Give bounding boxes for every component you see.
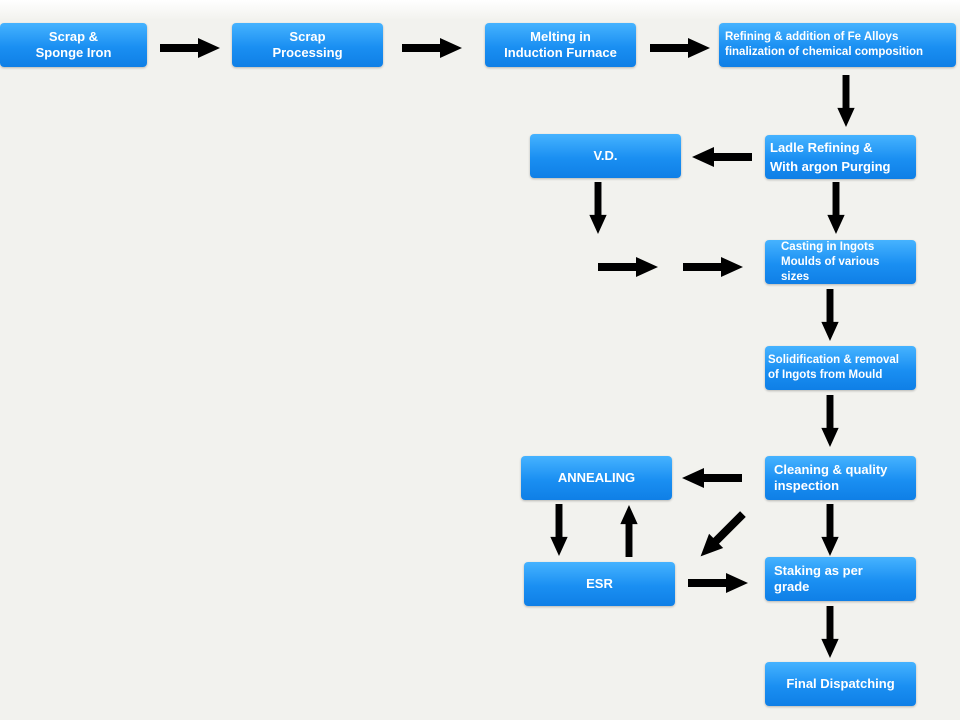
arrow-left-icon (692, 147, 752, 167)
arrow-down-icon (821, 395, 839, 447)
arrow-right-icon (160, 38, 220, 58)
arrow-down-icon (837, 75, 855, 127)
step-label-line: grade (774, 579, 810, 594)
step-label-line: Staking as per (774, 563, 863, 578)
step-melting-induction-furnace: Melting in Induction Furnace (485, 23, 636, 67)
step-label-line: Solidification & removal (768, 354, 899, 366)
arrow-down-icon (821, 606, 839, 658)
arrow-down-icon (589, 182, 607, 234)
step-label-line: sizes (781, 270, 810, 283)
step-ladle-refining: Ladle Refining & With argon Purging (765, 135, 916, 179)
step-label-line: ESR (586, 576, 613, 591)
step-label-line: finalization of chemical composition (725, 46, 924, 58)
step-label-line: Induction Furnace (504, 45, 617, 60)
step-label-line: Final Dispatching (786, 676, 895, 691)
step-label-line: Cleaning & quality (774, 462, 888, 477)
slide-top-band (0, 0, 960, 20)
arrow-down-icon (827, 182, 845, 234)
step-cleaning-inspection: Cleaning & quality inspection (765, 456, 916, 500)
arrow-down-icon (550, 504, 568, 556)
arrow-down-icon (821, 504, 839, 556)
step-esr: ESR (524, 562, 675, 606)
arrow-right-icon (402, 38, 462, 58)
step-label-line: V.D. (593, 148, 618, 163)
arrow-down-icon (821, 289, 839, 341)
step-label-line: Scrap (289, 29, 326, 44)
step-refining-fe-alloys: Refining & addition of Fe Alloys finaliz… (719, 23, 956, 67)
step-label-line: ANNEALING (557, 470, 636, 485)
step-vd: V.D. (530, 134, 681, 178)
step-label-line: Casting in Ingots (781, 240, 875, 253)
step-label-line: of Ingots from Mould (768, 369, 883, 381)
step-label-line: With argon Purging (770, 159, 891, 174)
step-casting-ingots: Casting in Ingots Moulds of various size… (765, 240, 916, 284)
arrow-up-icon (620, 505, 638, 557)
step-solidification: Solidification & removal of Ingots from … (765, 346, 916, 390)
step-scrap-processing: Scrap Processing (232, 23, 383, 67)
arrow-right-icon (598, 257, 658, 277)
step-label-line: Melting in (530, 29, 591, 44)
arrow-right-icon (650, 38, 710, 58)
arrow-diagonal-icon (693, 506, 751, 564)
step-final-dispatching: Final Dispatching (765, 662, 916, 706)
step-label-line: Processing (272, 45, 343, 60)
arrow-left-icon (682, 468, 742, 488)
step-annealing: ANNEALING (521, 456, 672, 500)
step-label-line: Scrap & (48, 29, 99, 44)
step-label-line: Moulds of various (781, 255, 880, 268)
step-staking-grade: Staking as per grade (765, 557, 916, 601)
step-label-line: Sponge Iron (35, 45, 112, 60)
step-scrap-sponge-iron: Scrap & Sponge Iron (0, 23, 147, 67)
arrow-right-icon (688, 573, 748, 593)
step-label-line: Ladle Refining & (770, 140, 873, 155)
step-label-line: inspection (774, 478, 840, 493)
arrow-right-icon (683, 257, 743, 277)
step-label-line: Refining & addition of Fe Alloys (725, 31, 899, 43)
